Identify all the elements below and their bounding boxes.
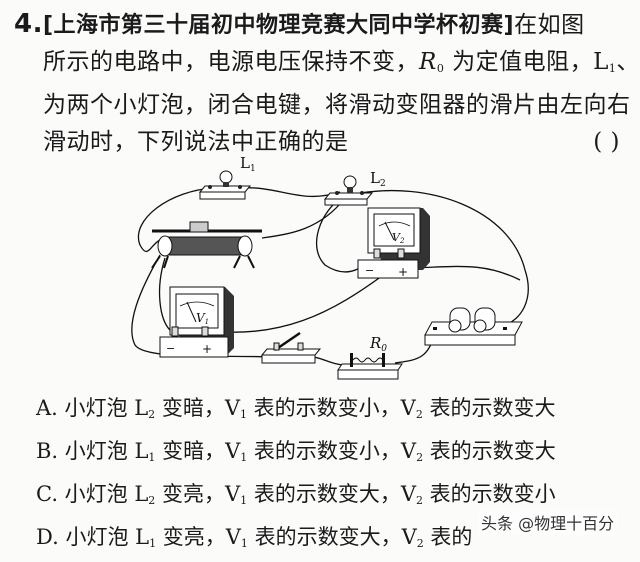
svg-text:V1: V1 bbox=[196, 311, 209, 326]
voltmeter-v1: V1 − + bbox=[159, 286, 234, 358]
svg-text:+: + bbox=[202, 342, 212, 356]
option-b[interactable]: B. 小灯泡 L1 变暗，V1 表的示数变小，V2 表的示数变大 bbox=[36, 439, 556, 464]
question-line-2: 所示的电路中，电源电压保持不变，R0 为定值电阻，L1、L2 bbox=[14, 44, 640, 87]
sliding-rheostat bbox=[151, 221, 262, 269]
resistor-r0: R0 bbox=[337, 334, 403, 380]
watermark: 头条 @物理十百分 bbox=[478, 509, 618, 535]
question-number: 4. bbox=[14, 9, 43, 39]
wire bbox=[137, 187, 216, 252]
circuit-diagram: L1 L2 V2 − + V1 bbox=[131, 154, 529, 380]
svg-text:V2: V2 bbox=[392, 231, 405, 245]
question-text: 为定值电阻，L bbox=[444, 49, 609, 75]
switch-key bbox=[260, 331, 322, 364]
question-text: 、L bbox=[616, 49, 640, 75]
subscript: 1 bbox=[608, 62, 617, 75]
label-l1: L1 bbox=[240, 154, 256, 174]
answer-options: A. 小灯泡 L2 变暗，V1 表的示数变小，V2 表的示数变大 B. 小灯泡 … bbox=[36, 390, 556, 562]
voltmeter-v2: V2 − + bbox=[357, 207, 430, 279]
lamp-l2: L2 bbox=[323, 169, 386, 206]
question-line-4: 滑动时，下列说法中正确的是 ( ) bbox=[14, 124, 634, 161]
option-c[interactable]: C. 小灯泡 L2 变亮，V1 表的示数变大，V2 表的示数变小 bbox=[36, 482, 556, 507]
question-text: 所示的电路中，电源电压保持不变， bbox=[43, 49, 419, 75]
battery bbox=[424, 307, 523, 346]
symbol-r: R bbox=[419, 49, 437, 75]
svg-text:−: − bbox=[166, 342, 175, 355]
answer-blank: ( ) bbox=[593, 129, 620, 155]
subscript: 0 bbox=[436, 62, 445, 75]
question-text: 滑动时，下列说法中正确的是 bbox=[43, 129, 349, 155]
lamp-l1: L1 bbox=[198, 154, 256, 200]
label-l2: L2 bbox=[370, 169, 386, 189]
svg-text:+: + bbox=[398, 265, 408, 279]
option-a[interactable]: A. 小灯泡 L2 变暗，V1 表的示数变小，V2 表的示数变大 bbox=[36, 396, 556, 421]
svg-text:−: − bbox=[365, 264, 374, 277]
label-r0: R0 bbox=[369, 334, 387, 354]
question-line-3: 为两个小灯泡，闭合电键，将滑动变阻器的滑片由左向右 bbox=[43, 92, 631, 118]
question-line-1: 4.[上海市第三十届初中物理竞赛大同中学杯初赛]在如图 bbox=[14, 6, 634, 44]
question-text: 在如图 bbox=[514, 12, 585, 38]
question-source: [上海市第三十届初中物理竞赛大同中学杯初赛] bbox=[42, 13, 515, 38]
question-stem: 4.[上海市第三十届初中物理竞赛大同中学杯初赛]在如图 所示的电路中，电源电压保… bbox=[14, 6, 640, 161]
